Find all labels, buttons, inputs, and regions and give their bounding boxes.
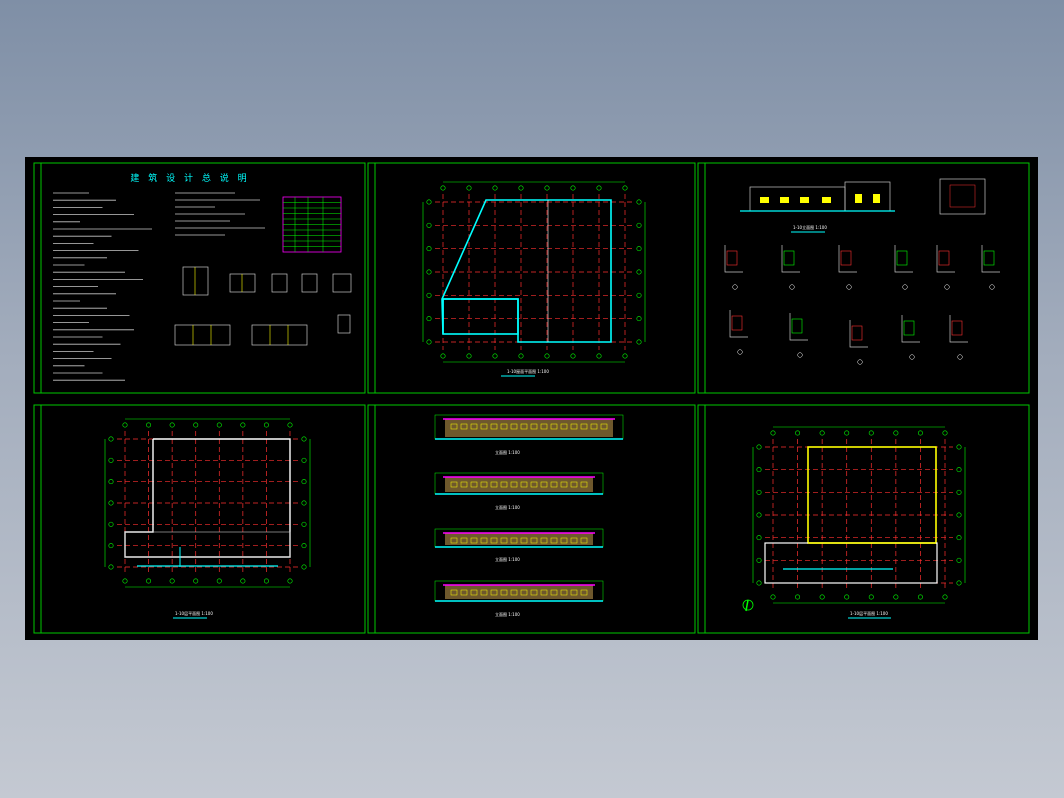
sheet-3-frame[interactable] bbox=[697, 162, 1030, 394]
sheet-2-caption: 1-10屋面平面图 1:100 bbox=[507, 368, 549, 374]
sheet-5-caption-4: 立面图 1:100 bbox=[495, 611, 520, 617]
sheet-1-notes: 建 筑 设 计 总 说 明 bbox=[53, 172, 352, 381]
sheet-4-floor-plan: 1-10层平面图 1:100 bbox=[104, 418, 311, 619]
sheet-4-caption: 1-10层平面图 1:100 bbox=[175, 610, 213, 616]
sheet-2-frame[interactable] bbox=[367, 162, 696, 394]
sheet-5-caption-2: 立面图 1:100 bbox=[495, 504, 520, 510]
sheet-6-floor-plan: 1-10层平面图 1:100 bbox=[742, 426, 966, 619]
cad-drawing-canvas[interactable]: 建 筑 设 计 总 说 明 1-10屋面平面图 1:100 bbox=[25, 157, 1038, 640]
sheet-5-caption-3: 立面图 1:100 bbox=[495, 556, 520, 562]
roof-outline bbox=[441, 199, 612, 343]
sheet-6-caption: 1-10层平面图 1:100 bbox=[850, 610, 888, 616]
sheet-5-caption-1: 立面图 1:100 bbox=[495, 449, 520, 455]
sheet-2-roof-plan: 1-10屋面平面图 1:100 bbox=[422, 181, 646, 377]
sheet-5-elevations: 立面图 1:100 立面图 1:100 立面图 1:100 立面图 1:100 bbox=[434, 414, 624, 617]
sheet-frames bbox=[33, 162, 1030, 634]
sheet-3-details: 1-10立面图 1:100 bbox=[724, 178, 1000, 365]
cad-sheets-svg: 建 筑 设 计 总 说 明 1-10屋面平面图 1:100 bbox=[33, 162, 1030, 634]
sheet-3-caption: 1-10立面图 1:100 bbox=[793, 224, 827, 230]
sheet-6-frame[interactable] bbox=[697, 404, 1030, 634]
sheet-1-title: 建 筑 设 计 总 说 明 bbox=[130, 172, 249, 184]
